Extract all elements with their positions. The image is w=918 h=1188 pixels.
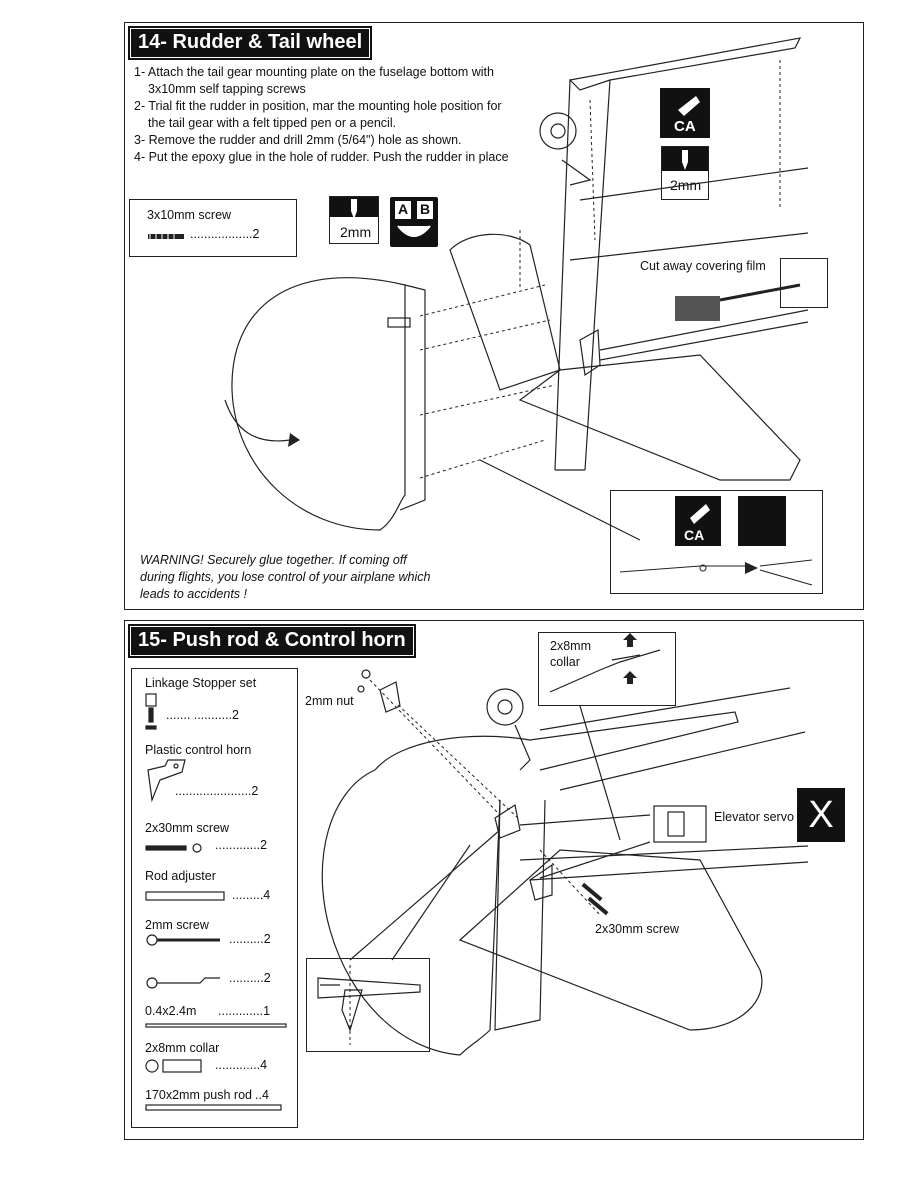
nut-label: 2mm nut [305,694,354,708]
drill-2mm-box-2: 2mm [661,146,709,200]
part-rod-adjuster-qty: .........4 [232,888,271,902]
section-14-steps: 1- Attach the tail gear mounting plate o… [134,64,512,166]
drill-2mm-box: 2mm [329,196,379,244]
section-15-panel [124,620,864,1140]
warning-text: WARNING! Securely glue together. If comi… [140,553,431,601]
part-linkage-stopper-name: Linkage Stopper set [145,676,257,690]
ca-glue-label-2: CA [684,527,705,543]
push-rod-icon [145,1104,282,1111]
elevator-servo-label: Elevator servo [714,810,794,824]
x-badge: X [797,788,845,842]
part-control-horn-name: Plastic control horn [145,743,252,757]
part-control-horn-qty: ......................2 [175,784,259,798]
collar-icon [145,1059,159,1073]
part-collar-qty: .............4 [215,1058,268,1072]
section-15-parts-box [131,668,298,1128]
epoxy-b-label: B [417,201,433,219]
step-1: 1- Attach the tail gear mounting plate o… [134,65,494,96]
drill-bit-icon [351,199,357,219]
cut-film-label: Cut away covering film [640,259,766,273]
screw-30mm-icon [145,845,187,851]
screw-icon [148,234,184,239]
drill-bit-icon-2 [682,150,688,170]
step-4: 4- Put the epoxy glue in the hole of rud… [134,150,509,164]
hinge-move-badge [738,496,786,546]
part-linkage-stopper-qty: ....... ...........2 [166,708,239,722]
screw-30mm-label: 2x30mm screw [595,922,680,936]
section-14-panel [124,22,864,610]
section-14-title: 14- Rudder & Tail wheel [128,26,373,60]
nut-icon [192,843,202,853]
collar-detail-box [538,632,676,706]
part-rod-adjuster-name: Rod adjuster [145,869,216,883]
screw-part-name: 3x10mm screw [147,208,232,222]
epoxy-a-label: A [395,201,411,219]
part-2mm-screw-name: 2mm screw [145,918,209,932]
part-30mm-screw-name: 2x30mm screw [145,821,230,835]
screw-part-qty: ..................2 [190,227,260,241]
part-push-rod-name: 170x2mm push rod [145,1088,253,1102]
collar-detail-label: 2x8mm collar [550,639,591,669]
cut-film-detail-box [780,258,828,308]
part-collar-name: 2x8mm collar [145,1041,220,1055]
part-clevis-qty: ..........2 [229,971,271,985]
part-2mm-screw-qty: ..........2 [229,932,271,946]
part-wire-qty: .............1 [218,1004,271,1018]
linkage-stopper-icon [145,693,157,707]
part-30mm-screw-qty: .............2 [215,838,268,852]
section-15-title: 15- Push rod & Control horn [128,624,416,658]
part-wire-name: 0.4x2.4m [145,1004,197,1018]
horn-detail-box [306,958,430,1052]
control-horn-icon [147,759,186,803]
ca-glue-label: CA [674,118,696,135]
step-2: 2- Trial fit the rudder in position, mar… [134,99,502,130]
screw-parts-box: 3x10mm screw ..................2 [129,199,297,257]
drill-size-label: 2mm [340,224,372,240]
rod-adjuster-icon [145,891,225,901]
part-push-rod-qty: ..4 [255,1088,269,1102]
step-3: 3- Remove the rudder and drill 2mm (5/64… [134,133,462,147]
wire-icon [145,1023,287,1028]
ca-glue-badge-2 [675,496,721,546]
